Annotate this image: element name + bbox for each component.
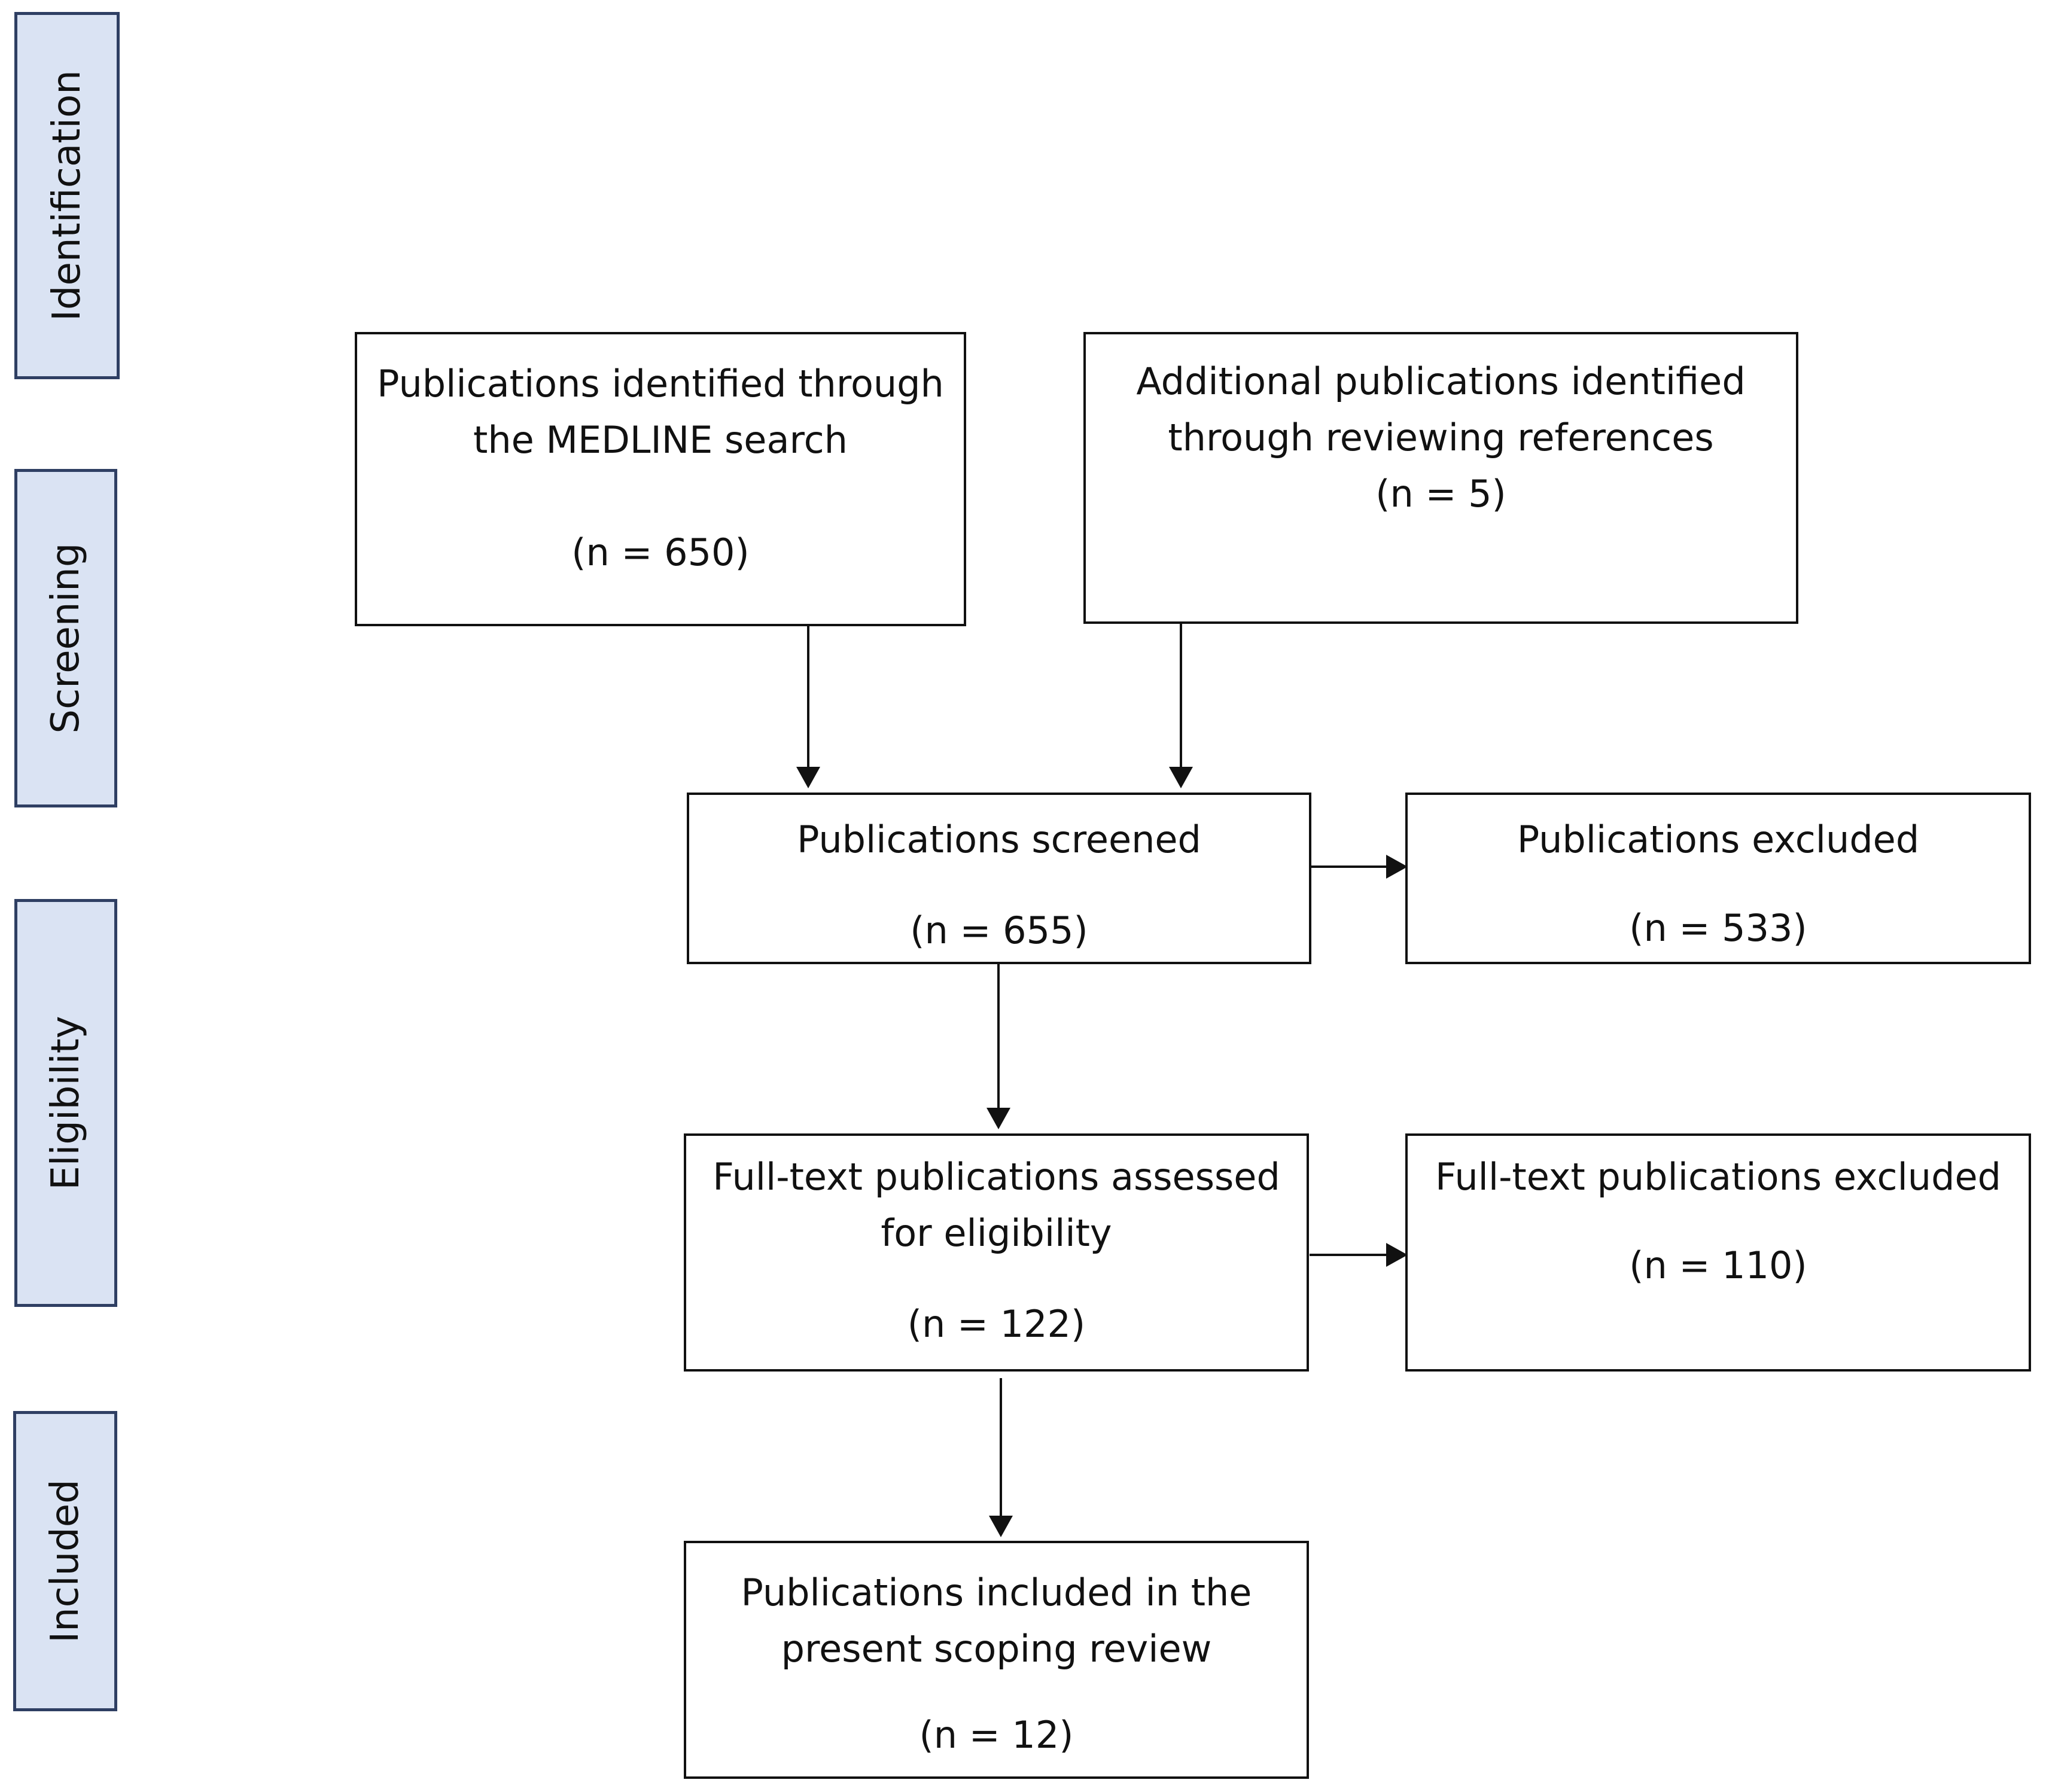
box-publications-included: Publications included in the present sco…	[684, 1541, 1309, 1779]
arrow-additional-to-screened	[1169, 623, 1193, 788]
arrow-screened-to-fulltext	[987, 963, 1010, 1129]
spacer	[357, 468, 964, 525]
box-medline-search: Publications identified through the MEDL…	[355, 332, 966, 626]
phase-label-identification: Identification	[45, 70, 89, 321]
phase-screening: Screening	[14, 469, 117, 807]
box-additional-count: (n = 5)	[1375, 472, 1506, 516]
box-medline-line1: Publications identified through	[377, 362, 944, 406]
box-screened-label: Publications screened	[797, 818, 1201, 861]
box-fulltext-excluded-count: (n = 110)	[1629, 1244, 1807, 1287]
box-fulltext-assessed-line2: for eligibility	[881, 1211, 1112, 1255]
box-fulltext-excluded-label: Full-text publications excluded	[1435, 1155, 2001, 1199]
box-fulltext-assessed-count: (n = 122)	[907, 1302, 1086, 1346]
box-additional-line2: through reviewing references	[1168, 416, 1714, 459]
box-screened-count: (n = 655)	[910, 909, 1088, 952]
arrow-medline-to-screened	[796, 626, 820, 788]
box-medline-count: (n = 650)	[571, 531, 750, 574]
box-included-line1: Publications included in the	[741, 1571, 1252, 1614]
box-fulltext-excluded: Full-text publications excluded (n = 110…	[1405, 1133, 2031, 1372]
arrow-fulltext-to-fulltext-excluded	[1310, 1243, 1408, 1267]
arrow-screened-to-excluded	[1311, 855, 1408, 879]
phase-eligibility: Eligibility	[14, 899, 117, 1307]
box-publications-excluded: Publications excluded (n = 533)	[1405, 793, 2031, 964]
box-fulltext-assessed-line1: Full-text publications assessed	[713, 1155, 1280, 1199]
arrow-fulltext-to-included	[989, 1378, 1013, 1537]
box-publications-screened: Publications screened (n = 655)	[687, 793, 1311, 964]
phase-included: Included	[13, 1411, 117, 1711]
box-included-line2: present scoping review	[781, 1627, 1212, 1671]
phase-label-included: Included	[43, 1479, 87, 1643]
box-included-count: (n = 12)	[919, 1713, 1074, 1757]
phase-identification: Identification	[14, 12, 120, 379]
box-excluded-label: Publications excluded	[1517, 818, 1920, 861]
box-additional-line1: Additional publications identified	[1136, 359, 1746, 403]
box-fulltext-assessed: Full-text publications assessed for elig…	[684, 1133, 1309, 1372]
phase-label-screening: Screening	[44, 543, 88, 734]
phase-label-eligibility: Eligibility	[44, 1016, 88, 1190]
box-excluded-count: (n = 533)	[1629, 906, 1807, 950]
box-additional-publications: Additional publications identified throu…	[1083, 332, 1798, 624]
box-medline-line2: the MEDLINE search	[473, 418, 848, 462]
